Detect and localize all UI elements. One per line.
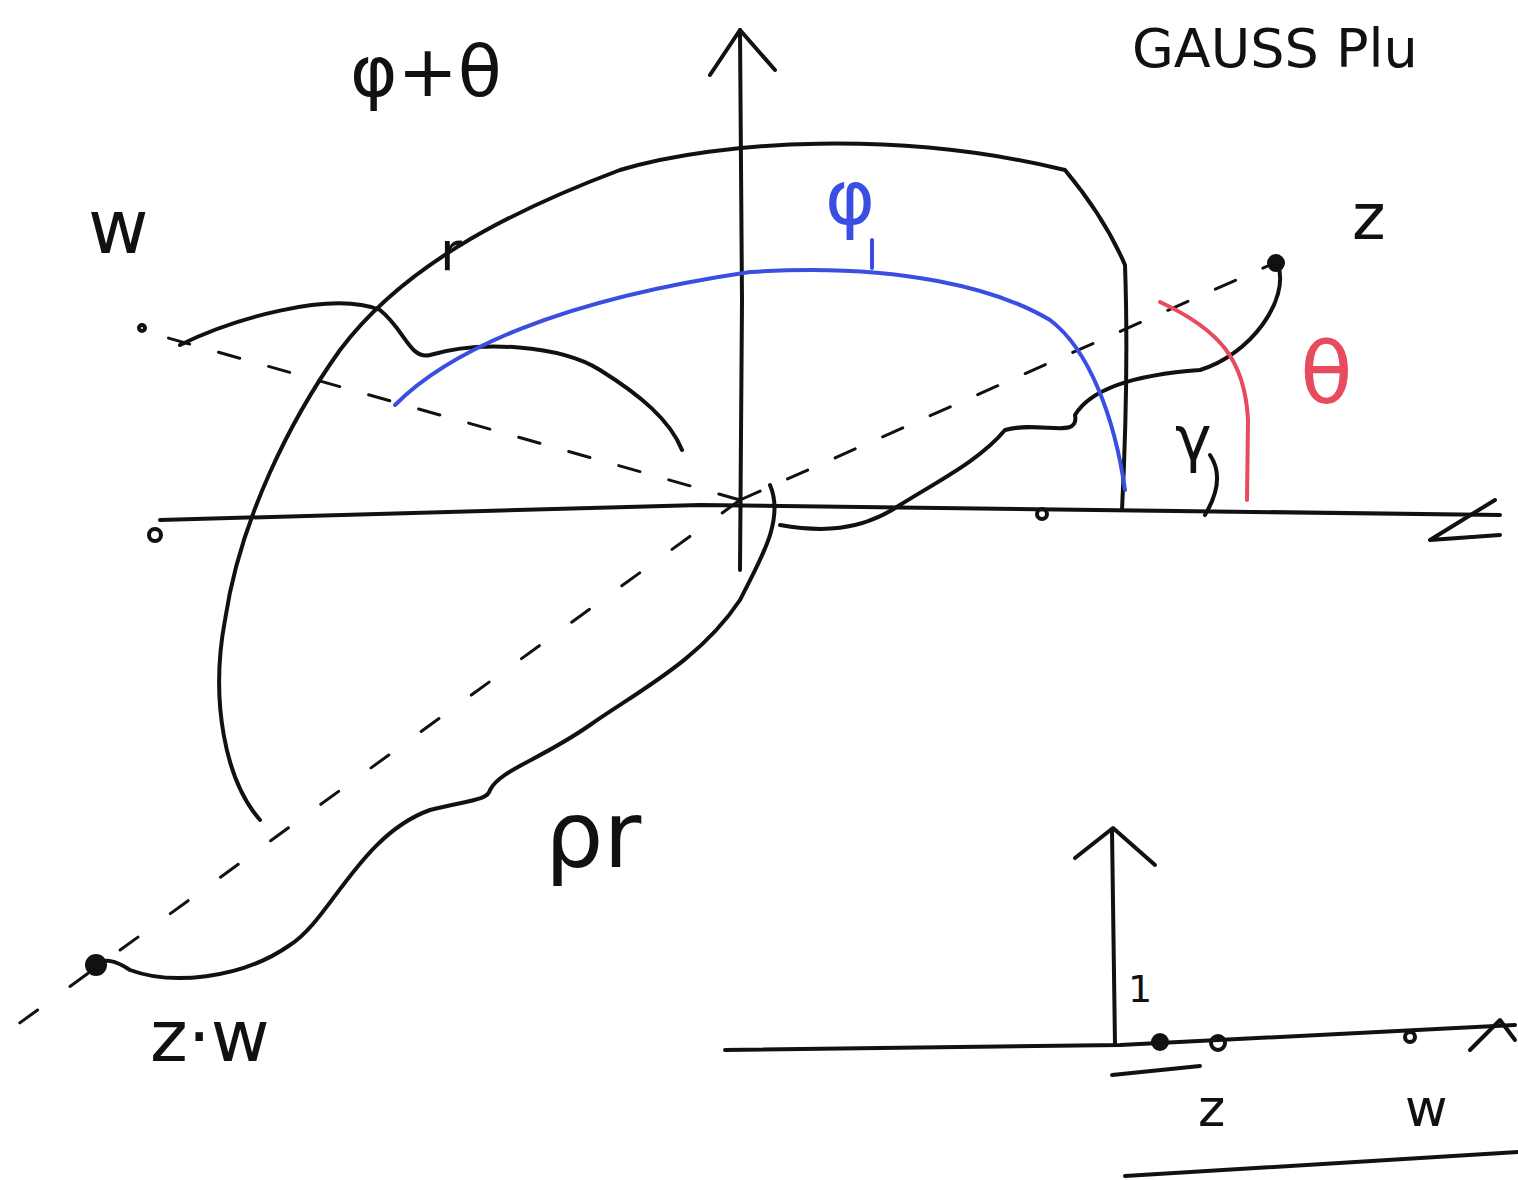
vertical-axis	[740, 30, 742, 570]
angle-label: γ	[1175, 408, 1212, 470]
point	[1153, 1035, 1167, 1049]
radius-label: r	[440, 225, 462, 279]
point	[1269, 256, 1283, 270]
rule-line	[1125, 1152, 1518, 1176]
point	[1211, 1036, 1225, 1050]
radius-label: ρr	[545, 790, 641, 882]
axis-arrowhead	[1470, 1020, 1515, 1050]
curve	[780, 265, 1280, 529]
axis-arrowhead	[710, 30, 775, 75]
curve	[95, 485, 775, 978]
point-label: w	[88, 190, 149, 264]
angle-label: φ	[825, 160, 875, 236]
horizontal-axis	[160, 505, 1500, 520]
horizontal-axis	[725, 1025, 1515, 1050]
point-label: w	[1405, 1082, 1448, 1134]
point	[1037, 509, 1047, 519]
dashed-ray	[10, 500, 740, 1030]
point-label: z·w	[150, 1000, 270, 1072]
underline	[1112, 1066, 1200, 1075]
tick-label: 1	[1128, 970, 1152, 1008]
axis-arrowhead	[1430, 500, 1500, 540]
angle-label: θ	[1300, 330, 1353, 416]
vertical-axis	[1112, 830, 1115, 1045]
heading-note: GAUSS Plu	[1132, 22, 1418, 76]
angle-arc	[395, 270, 1125, 490]
point	[87, 956, 105, 974]
point	[149, 529, 161, 541]
leader-line	[870, 240, 874, 268]
point-label: z	[1352, 185, 1386, 249]
axis-arrowhead	[1075, 828, 1155, 865]
point-label: z	[1198, 1082, 1225, 1134]
point	[1405, 1032, 1415, 1042]
angle-arc	[1160, 302, 1248, 500]
angle-label: φ+θ	[350, 35, 502, 107]
point	[139, 325, 145, 331]
dashed-ray	[140, 330, 740, 500]
